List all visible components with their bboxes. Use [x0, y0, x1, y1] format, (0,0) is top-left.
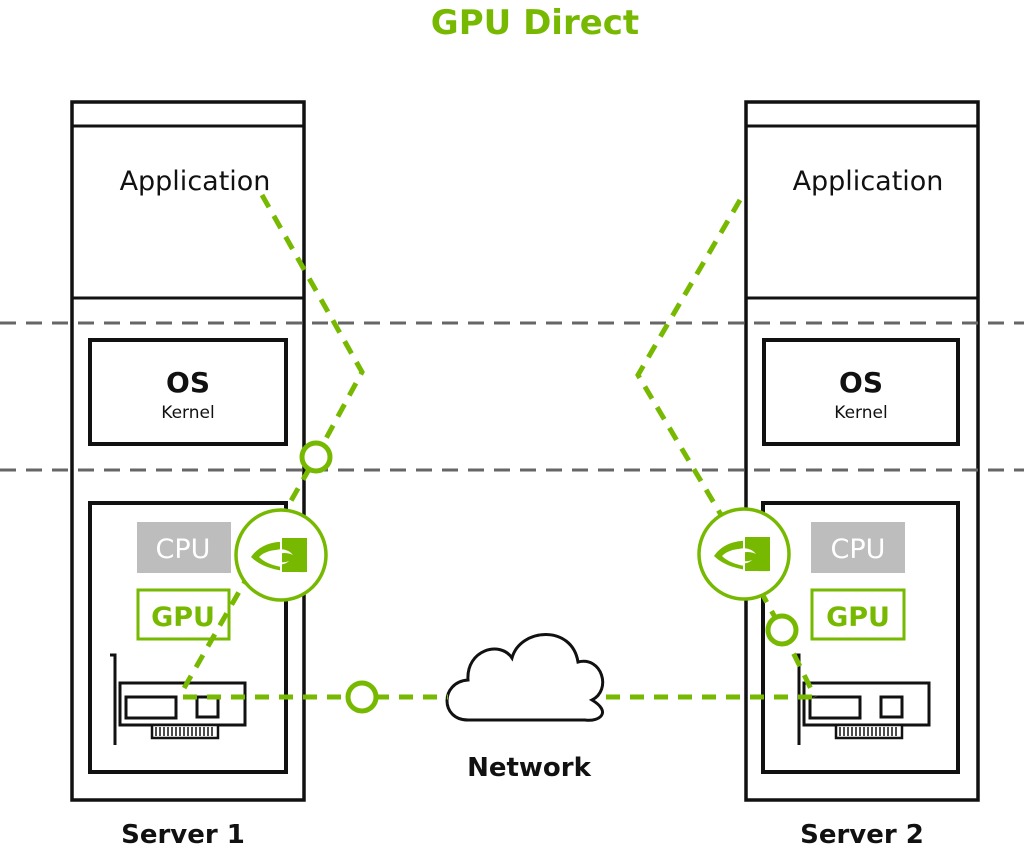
diagram-title: GPU Direct [431, 3, 639, 43]
os-label: OS [839, 366, 883, 399]
gpu-label: GPU [151, 602, 215, 633]
cpu-label: CPU [831, 534, 886, 565]
application-label: Application [120, 166, 271, 197]
os-box [762, 338, 960, 446]
gpu-box [810, 588, 906, 641]
nvidia-logo-badge [234, 508, 328, 602]
cloud-icon [445, 633, 605, 722]
server-label: Server 2 [800, 820, 924, 850]
os-box [88, 338, 288, 446]
gpu-box [136, 588, 231, 641]
application-label: Application [793, 166, 944, 197]
server-label: Server 1 [121, 820, 245, 850]
cpu-box [811, 522, 905, 573]
network-label: Network [467, 753, 592, 783]
server-2: Application OS Kernel CPU GPU Server 2 [744, 100, 980, 850]
kernel-bypass-node [299, 440, 333, 474]
network-node [345, 680, 379, 714]
os-label: OS [166, 366, 210, 399]
cpu-box [137, 522, 231, 573]
kernel-label: Kernel [834, 403, 887, 423]
gpu-node [765, 613, 799, 647]
server-1: Application OS Kernel CPU GPU Server 1 [70, 100, 306, 850]
kernel-label: Kernel [161, 403, 214, 423]
cpu-label: CPU [156, 534, 211, 565]
gpu-label: GPU [826, 602, 890, 633]
nvidia-logo-badge [697, 507, 791, 601]
